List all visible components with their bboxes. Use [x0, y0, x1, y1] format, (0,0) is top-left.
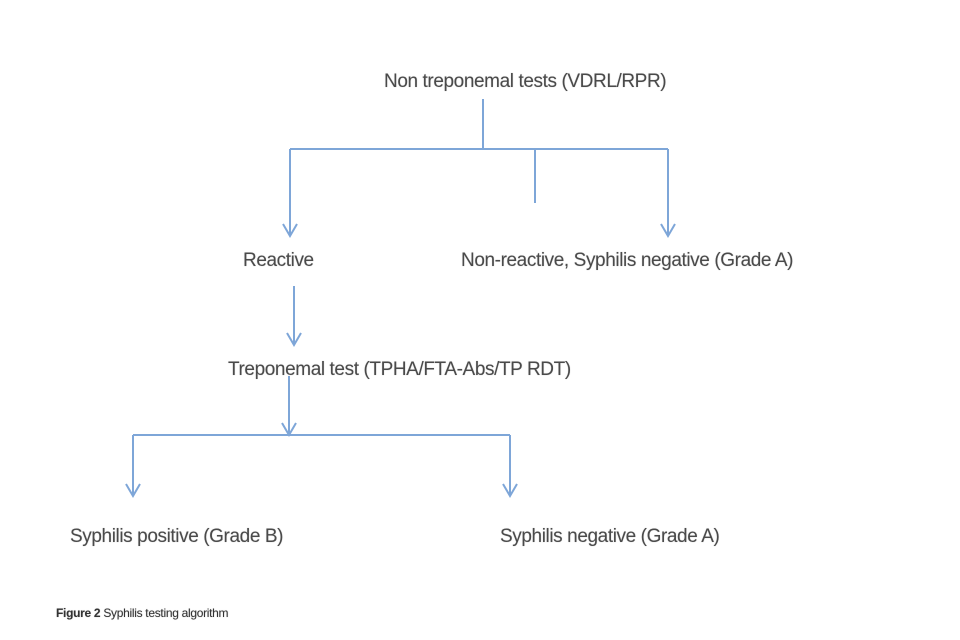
arrowhead-to-reactive [282, 223, 298, 238]
node-treponemal-test: Treponemal test (TPHA/FTA-Abs/TP RDT) [228, 359, 571, 380]
node-nonreactive-negative: Non-reactive, Syphilis negative (Grade A… [461, 250, 794, 271]
node-syphilis-positive: Syphilis positive (Grade B) [70, 526, 284, 547]
figure-caption-text: Syphilis testing algorithm [103, 606, 229, 620]
figure-caption: Figure 2 Syphilis testing algorithm [56, 606, 229, 620]
node-nontreponemal-tests: Non treponemal tests (VDRL/RPR) [384, 71, 667, 92]
node-syphilis-negative: Syphilis negative (Grade A) [500, 526, 720, 547]
arrowhead-to-positive [125, 483, 141, 498]
arrowhead-to-treponemal [286, 332, 302, 347]
node-reactive: Reactive [243, 250, 314, 271]
arrowhead-to-nonreactive [660, 223, 676, 238]
figure-number: Figure 2 [56, 606, 101, 620]
arrowhead-to-negative [502, 483, 518, 498]
